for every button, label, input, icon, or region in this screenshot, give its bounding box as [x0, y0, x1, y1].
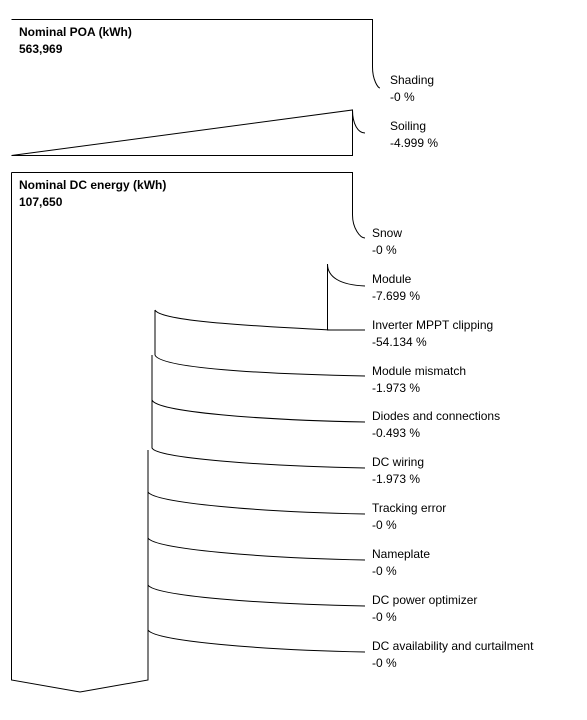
loss-label-soiling: Soiling -4.999 %	[390, 119, 439, 150]
dc-title: Nominal DC energy (kWh)	[19, 178, 167, 192]
loss-label-dc-wiring: DC wiring -1.973 %	[372, 455, 425, 486]
loss-curve-tracking	[147, 450, 366, 515]
loss-curve-diodes	[151, 355, 366, 423]
dc-block-outline	[11, 172, 366, 693]
loss-label-inverter-clipping: Inverter MPPT clipping -54.134 %	[372, 318, 494, 349]
loss-curve-dc-wiring	[151, 400, 366, 469]
poa-title: Nominal POA (kWh)	[19, 25, 132, 39]
poa-block-outline	[11, 19, 381, 156]
loss-curve-nameplate	[147, 492, 366, 561]
loss-label-dc-optimizer: DC power optimizer -0 %	[372, 593, 478, 624]
loss-curve-dc-optimizer	[147, 538, 366, 607]
loss-curve-dc-availability	[147, 585, 366, 653]
dc-value: 107,650	[19, 195, 63, 209]
loss-label-diodes: Diodes and connections -0.493 %	[372, 409, 501, 440]
loss-curve-module-mismatch	[154, 310, 366, 377]
loss-curve-inverter-clipping	[154, 309, 331, 331]
poa-value: 563,969	[19, 42, 63, 56]
loss-label-dc-availability: DC availability and curtailment -0 %	[372, 639, 534, 670]
loss-label-nameplate: Nameplate -0 %	[372, 547, 431, 578]
loss-label-module: Module -7.699 %	[372, 272, 421, 303]
loss-label-tracking: Tracking error -0 %	[372, 501, 447, 532]
loss-label-shading: Shading -0 %	[390, 73, 435, 104]
loss-label-module-mismatch: Module mismatch -1.973 %	[372, 364, 467, 395]
loss-label-snow: Snow -0 %	[372, 226, 403, 257]
